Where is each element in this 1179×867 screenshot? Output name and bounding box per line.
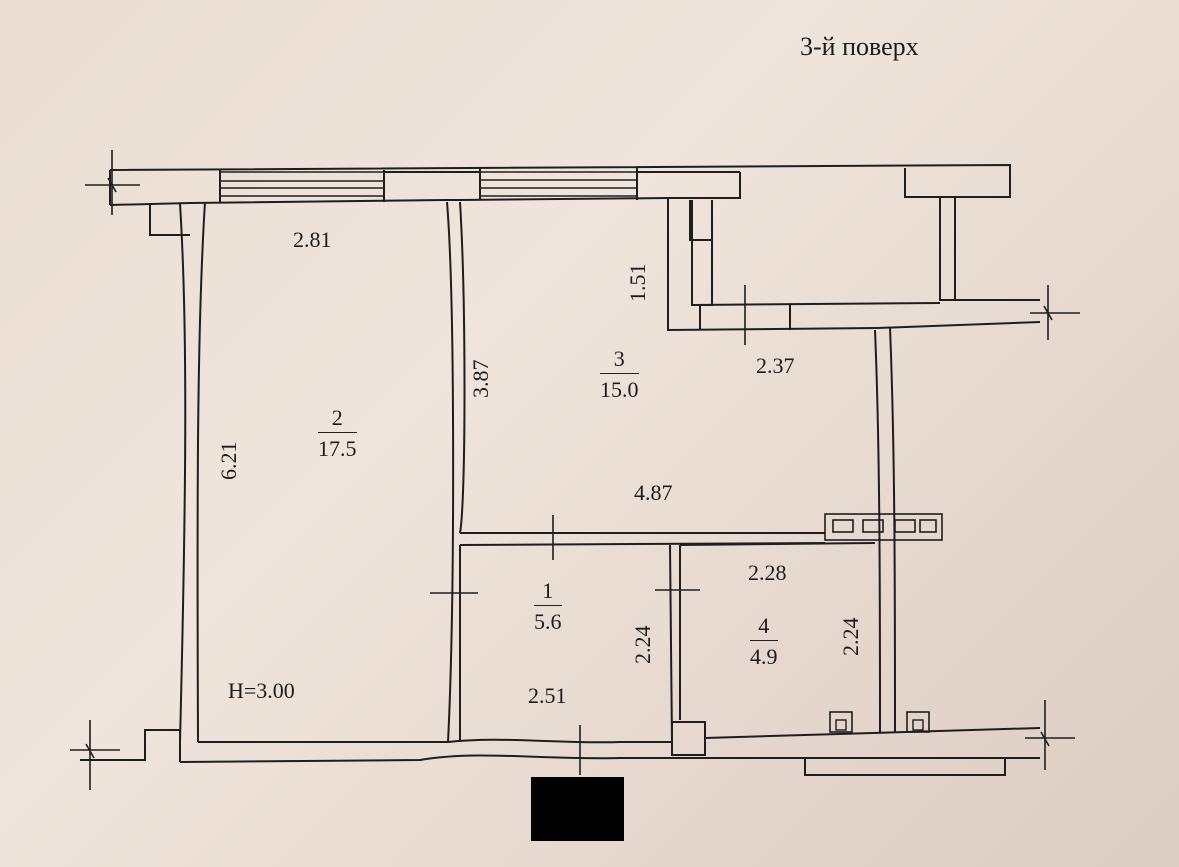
dim-room4-length: 2.24 [838, 617, 863, 657]
room-2-area: 17.5 [318, 436, 357, 462]
dim-room2-length: 6.21 [216, 441, 241, 481]
ceiling-height: H=3.00 [228, 678, 295, 703]
floor-title: 3-й поверх [800, 32, 919, 61]
room-1-label: 1 5.6 [534, 578, 562, 635]
room-4-label: 4 4.9 [750, 613, 778, 670]
dim-room3-length: 3.87 [468, 359, 493, 399]
room-2-label: 2 17.5 [318, 405, 357, 462]
dim-room1-width: 2.51 [528, 683, 567, 708]
dim-room2-width: 2.81 [293, 227, 332, 252]
room-3-area: 15.0 [600, 377, 639, 403]
wall-right [874, 329, 881, 734]
redaction-block [531, 777, 624, 841]
room-3-label: 3 15.0 [600, 346, 639, 403]
dim-room4-width: 2.28 [748, 560, 787, 585]
room-1-area: 5.6 [534, 609, 562, 635]
top-wall [109, 163, 1011, 301]
break-marks [70, 150, 1080, 790]
window-right [479, 168, 638, 200]
room-4-number: 4 [750, 613, 778, 642]
dim-room1-length: 2.24 [630, 625, 655, 665]
dim-room3-width: 4.87 [634, 480, 673, 505]
wall-2-3 [446, 201, 455, 743]
vent-blocks [824, 513, 943, 541]
bottom-wall [80, 729, 181, 762]
room-3-number: 3 [600, 346, 639, 375]
window-left [219, 170, 385, 202]
room-1-number: 1 [534, 578, 562, 607]
dim-room3-alcove-depth: 1.51 [625, 263, 650, 303]
room-2-number: 2 [318, 405, 357, 434]
left-wall [179, 203, 187, 743]
dim-room3-alcove-width: 2.37 [756, 353, 795, 378]
room-4-area: 4.9 [750, 644, 778, 670]
wall-1-4 [669, 544, 673, 743]
